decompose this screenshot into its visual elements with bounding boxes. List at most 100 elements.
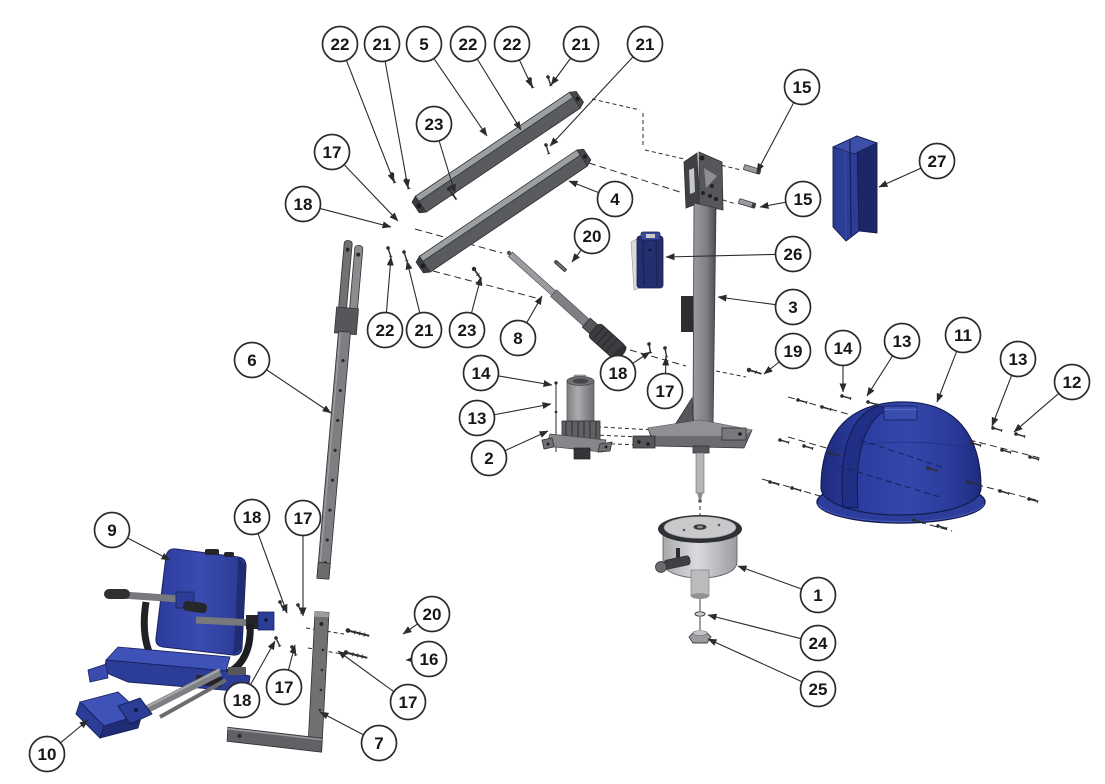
leader-line-4 [568, 180, 599, 194]
leader-line-20 [402, 623, 418, 635]
leader-line-15 [759, 201, 786, 209]
callout-number-15: 15 [793, 78, 812, 97]
leader-line-17 [287, 644, 297, 671]
screw-icon [839, 393, 852, 401]
callout-number-12: 12 [1063, 373, 1082, 392]
callout-number-18: 18 [609, 364, 628, 383]
leader-line-14 [498, 375, 553, 388]
part-8-rod [506, 250, 627, 360]
callout-number-21: 21 [636, 35, 655, 54]
screw-icon [527, 76, 536, 89]
leader-line-18 [632, 351, 651, 364]
leader-line-21 [384, 61, 410, 189]
callout-balloon-25 [799, 670, 837, 708]
callout-number-18: 18 [294, 195, 313, 214]
callout-number-22: 22 [376, 321, 395, 340]
callout-balloon-3 [774, 288, 812, 326]
callout-balloon-5 [405, 25, 443, 63]
screw-icon [777, 437, 790, 445]
screw-icon [997, 488, 1010, 496]
callout-number-4: 4 [610, 190, 620, 209]
leader-line-10 [60, 719, 89, 744]
callout-number-3: 3 [788, 298, 797, 317]
callout-number-17: 17 [275, 678, 294, 697]
callout-balloon-20 [413, 595, 451, 633]
leader-line-13 [494, 402, 552, 416]
screw-icon [1027, 454, 1040, 462]
leader-line-21 [550, 57, 572, 86]
callout-balloon-17 [265, 668, 303, 706]
callout-balloon-21 [626, 25, 664, 63]
leader-line-23 [438, 140, 456, 194]
leader-line-1 [737, 565, 802, 590]
callout-balloon-22 [321, 25, 359, 63]
callout-balloon-22 [366, 311, 404, 349]
callout-number-21: 21 [572, 35, 591, 54]
leader-line-9 [127, 537, 171, 561]
callout-balloon-21 [363, 25, 401, 63]
callout-balloon-18 [599, 354, 637, 392]
callout-balloon-9 [93, 511, 131, 549]
callout-balloon-15 [784, 180, 822, 218]
screw-icon [470, 265, 485, 282]
part-1-swivel-base [655, 515, 742, 599]
leader-line-12 [1013, 393, 1060, 433]
callout-number-18: 18 [233, 691, 252, 710]
leader-line-5 [433, 58, 488, 137]
screw-icon [662, 345, 670, 358]
callout-balloon-21 [405, 311, 443, 349]
callout-balloon-13 [458, 399, 496, 437]
callout-number-20: 20 [423, 605, 442, 624]
screw-icon [789, 485, 802, 493]
callout-number-23: 23 [425, 115, 444, 134]
leader-line-3 [717, 294, 776, 306]
leader-line-20 [571, 249, 582, 263]
screw-icon [1026, 496, 1039, 504]
screw-icon [401, 249, 410, 262]
part-27-block [831, 135, 879, 242]
leader-line-22 [476, 58, 522, 131]
leader-line-17 [337, 650, 395, 693]
callout-number-1: 1 [813, 586, 822, 605]
callout-number-9: 9 [107, 521, 116, 540]
callout-balloon-4 [596, 180, 634, 218]
leader-line-18 [319, 207, 392, 229]
leader-line-18 [257, 533, 288, 614]
part-26-block [630, 231, 664, 291]
part-25-nut [688, 630, 712, 644]
part-10-footrest [75, 668, 227, 739]
callout-number-15: 15 [794, 190, 813, 209]
callout-number-23: 23 [458, 321, 477, 340]
callout-number-21: 21 [373, 35, 392, 54]
leader-line-8 [526, 295, 543, 324]
callout-number-7: 7 [374, 734, 383, 753]
callout-number-22: 22 [331, 35, 350, 54]
leader-line-15 [756, 102, 795, 173]
callout-number-14: 14 [472, 364, 491, 383]
screw-icon [801, 443, 814, 451]
callout-balloon-15 [783, 68, 821, 106]
callout-number-14: 14 [834, 339, 853, 358]
callout-balloon-13 [999, 340, 1037, 378]
callout-balloon-18 [223, 681, 261, 719]
callout-number-20: 20 [583, 227, 602, 246]
leader-line-23 [470, 276, 483, 314]
screw-icon [767, 479, 780, 487]
callout-number-13: 13 [893, 332, 912, 351]
callout-number-10: 10 [38, 745, 57, 764]
callout-balloon-1 [799, 576, 837, 614]
leader-line-26 [665, 253, 776, 261]
part-4-tube [415, 148, 592, 274]
callout-balloon-17 [389, 683, 427, 721]
leader-line-13 [991, 375, 1013, 427]
screw-icon [344, 626, 371, 640]
callout-balloon-21 [562, 25, 600, 63]
callout-number-6: 6 [247, 351, 256, 370]
leader-line-21 [549, 56, 634, 147]
part-6-support-bar [316, 240, 364, 580]
screw-icon [819, 404, 832, 412]
callout-balloon-20 [573, 217, 611, 255]
leader-line-22 [385, 256, 394, 313]
